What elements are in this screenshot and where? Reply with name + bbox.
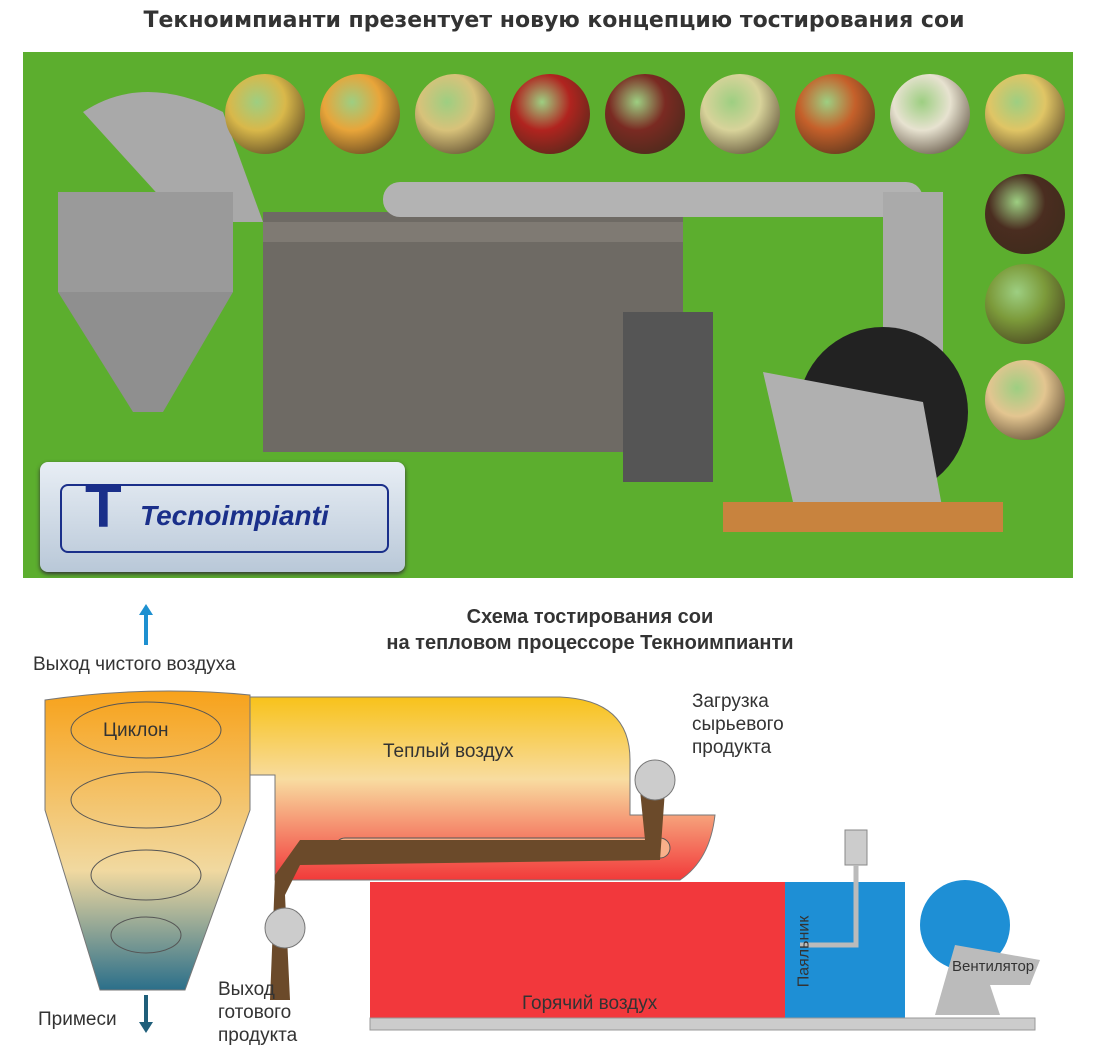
- burner-housing: [785, 882, 905, 1020]
- cyclone: [44, 690, 251, 991]
- burner-label: Паяльник: [795, 915, 813, 988]
- clean-air-out-label: Выход чистого воздуха: [33, 654, 236, 675]
- bean-image: [225, 74, 305, 154]
- bean-image: [795, 74, 875, 154]
- product-conveyor: [270, 790, 665, 1000]
- drying-drum: [249, 696, 716, 881]
- warm-air-label: Теплый воздух: [383, 741, 514, 762]
- bean-image: [985, 174, 1065, 254]
- bean-image: [320, 74, 400, 154]
- machine-illustration: [58, 92, 1003, 532]
- hot-air-label: Горячий воздух: [522, 993, 658, 1014]
- bean-image: [605, 74, 685, 154]
- tecnoimpianti-logo: T Tecnoimpianti: [40, 462, 405, 572]
- bean-image: [985, 74, 1065, 154]
- bean-image: [890, 74, 970, 154]
- diagram-title: Схема тостирования сои на тепловом проце…: [386, 606, 794, 654]
- bean-image: [415, 74, 495, 154]
- product-out-label: Выход готового продукта: [218, 979, 298, 1046]
- bean-image: [700, 74, 780, 154]
- bean-image: [985, 360, 1065, 440]
- fan-housing: [920, 880, 1010, 970]
- feeder-valve-icon: [634, 759, 676, 801]
- cyclone-label: Циклон: [103, 720, 169, 741]
- base-frame: [369, 1017, 1036, 1031]
- bean-image: [985, 264, 1065, 344]
- hot-air-chamber: [370, 882, 785, 1020]
- discharge-valve-icon: [264, 907, 306, 949]
- impurities-label: Примеси: [38, 1009, 117, 1030]
- raw-load-label: Загрузка сырьевого продукта: [692, 691, 784, 758]
- fan-icon: [935, 945, 1040, 1015]
- article-title: Текноимпианти презентует новую концепцию…: [143, 8, 965, 33]
- fan-label: Вентилятор: [952, 958, 1035, 975]
- toaster-photo: T Tecnoimpianti: [23, 52, 1073, 578]
- bean-image: [510, 74, 590, 154]
